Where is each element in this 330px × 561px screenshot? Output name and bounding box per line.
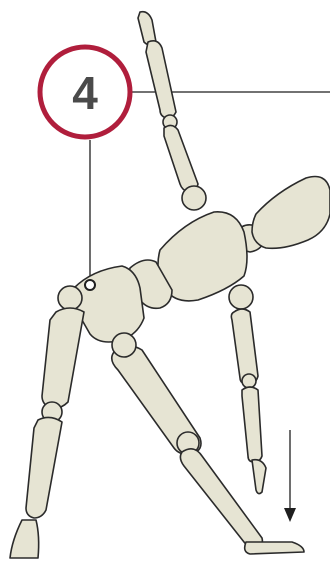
front-foot: [9, 519, 40, 559]
front-hip-joint: [57, 285, 83, 311]
back-leg: [110, 345, 305, 555]
down-arrow-icon: [284, 430, 296, 522]
lower-shoulder-joint: [228, 284, 254, 310]
back-hip-joint: [111, 332, 137, 358]
raised-forearm: [145, 40, 177, 120]
back-foot: [243, 541, 305, 555]
raised-hand: [137, 10, 157, 46]
lower-upper-arm: [230, 308, 259, 385]
lower-forearm: [241, 386, 263, 463]
head-shape: [251, 175, 330, 250]
pelvis: [71, 265, 145, 343]
torso: [71, 211, 248, 343]
lower-arm: [228, 284, 267, 495]
front-thigh: [41, 307, 85, 410]
lower-elbow: [241, 373, 257, 389]
raised-arm: [137, 10, 207, 211]
head: [235, 175, 330, 253]
front-shin: [25, 416, 63, 519]
lower-hand: [251, 458, 267, 495]
step-number: 4: [72, 67, 98, 119]
front-leg: [9, 285, 137, 559]
raised-shoulder-joint: [181, 185, 207, 211]
raised-upper-arm: [163, 124, 199, 193]
step-badge-ring: [37, 44, 133, 140]
step-badge: 4: [37, 44, 133, 140]
back-shin: [179, 448, 264, 549]
callout-dot-icon: [84, 279, 96, 291]
